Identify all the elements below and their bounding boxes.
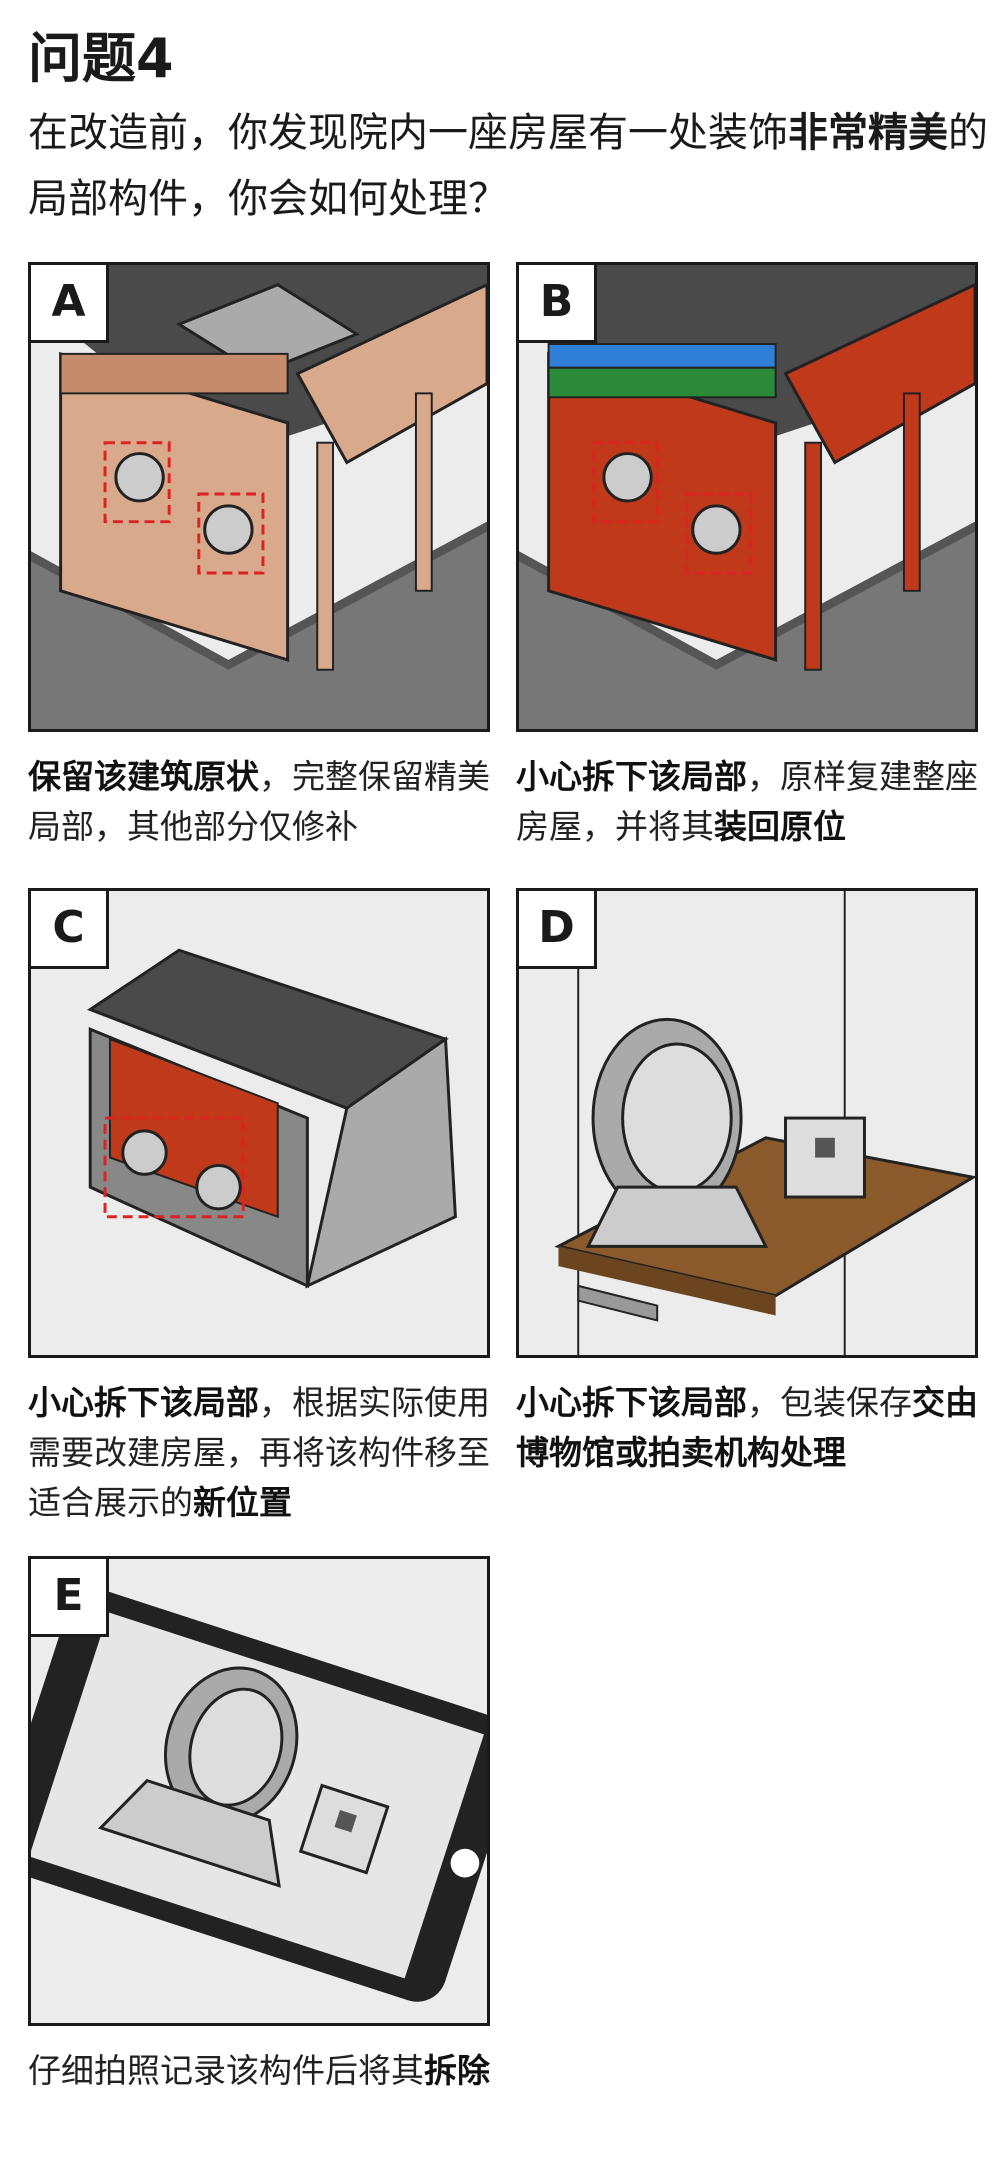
house-rebuilt-illustration	[519, 265, 975, 729]
option-c-text: ，根据实际使用需要改建房屋，再将该构件移至适合展示的	[28, 1383, 490, 1522]
option-c-card[interactable]: C	[28, 888, 490, 1358]
option-c-caption: 小心拆下该局部，根据实际使用需要改建房屋，再将该构件移至适合展示的新位置	[28, 1378, 498, 1528]
option-c-badge: C	[31, 891, 109, 969]
question-emphasis: 非常精美	[788, 110, 948, 156]
museum-display-illustration	[554, 891, 975, 1355]
option-a-badge: A	[31, 265, 109, 343]
option-b-badge: B	[519, 265, 597, 343]
option-c-bold: 小心拆下该局部	[28, 1383, 259, 1422]
phone-photo-illustration	[31, 1589, 487, 2002]
house-modified-illustration	[87, 948, 457, 1289]
option-b-bold: 小心拆下该局部	[516, 757, 747, 796]
option-b-text: ，原样复建整座房屋，并将其	[516, 757, 978, 846]
question-part1: 在改造前，你发现院内一座房屋有一处装饰	[28, 110, 788, 156]
option-d-card[interactable]: D	[516, 888, 978, 1358]
question-number: 问题4	[28, 27, 174, 90]
option-b-bold2: 装回原位	[714, 807, 846, 846]
option-a-caption: 保留该建筑原状，完整保留精美局部，其他部分仅修补	[28, 752, 498, 852]
option-d-caption: 小心拆下该局部，包装保存交由博物馆或拍卖机构处理	[516, 1378, 986, 1478]
option-a-text: ，完整保留精美局部，其他部分仅修补	[28, 757, 490, 846]
option-e-card[interactable]: E	[28, 1556, 490, 2026]
option-d-badge: D	[519, 891, 597, 969]
option-b-caption: 小心拆下该局部，原样复建整座房屋，并将其装回原位	[516, 752, 986, 852]
option-d-bold2: 交由博物馆或拍卖机构处理	[516, 1383, 978, 1472]
option-c-bold2: 新位置	[193, 1483, 292, 1522]
option-d-text: ，包装保存	[747, 1383, 912, 1422]
house-original-illustration	[31, 265, 487, 729]
question-text: 在改造前，你发现院内一座房屋有一处装饰非常精美的局部构件，你会如何处理？	[28, 100, 988, 232]
option-a-card[interactable]: A	[28, 262, 490, 732]
option-a-bold: 保留该建筑原状	[28, 757, 259, 796]
option-b-card[interactable]: B	[516, 262, 978, 732]
question-part2: 的局部构件，你会如何处理？	[28, 110, 988, 222]
option-d-bold: 小心拆下该局部	[516, 1383, 747, 1422]
option-e-badge: E	[31, 1559, 109, 1637]
option-e-bold2: 拆除	[424, 2051, 490, 2090]
option-e-caption: 仔细拍照记录该构件后将其拆除	[28, 2046, 498, 2096]
option-e-text: 仔细拍照记录该构件后将其	[28, 2051, 424, 2090]
